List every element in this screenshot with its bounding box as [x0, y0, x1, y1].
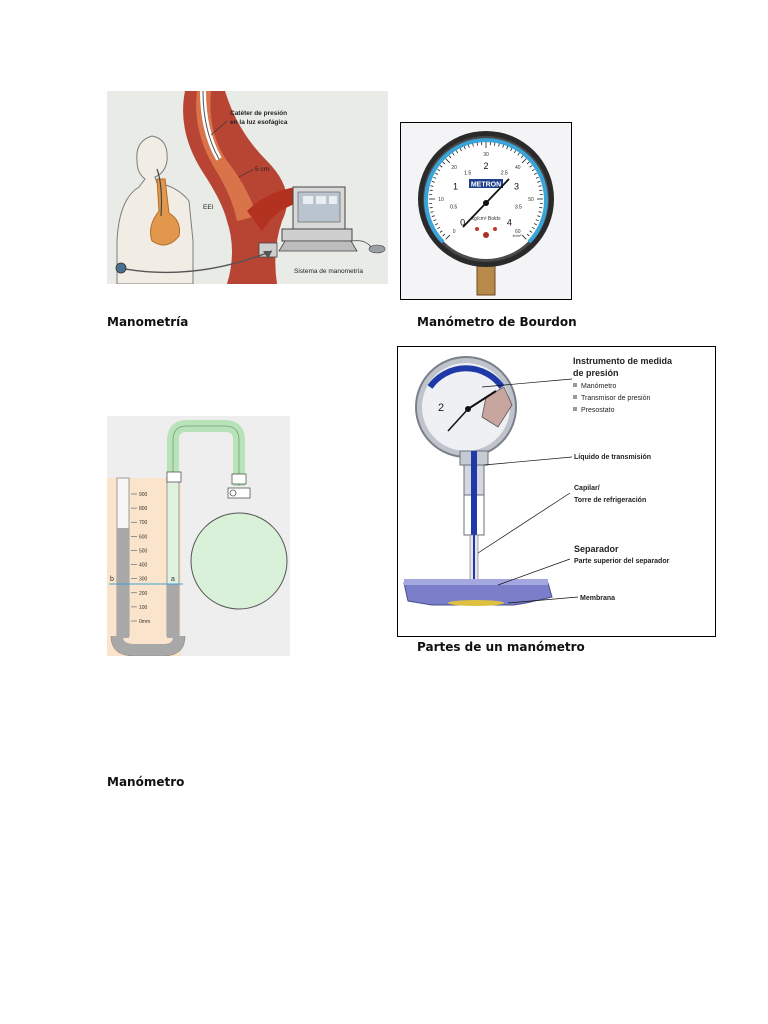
u-tube-marker-b: b [110, 576, 114, 583]
label-catheter-line2: en la luz esofágica [230, 119, 288, 126]
u-tube-scale-label: 300 [139, 577, 148, 583]
bourdon-inner-label: 2 [483, 161, 488, 171]
label-membrana: Membrana [580, 595, 615, 602]
bourdon-outer-label: 20 [451, 165, 457, 171]
u-tube-scale-label: 0mm [139, 619, 150, 625]
caption-bourdon: Manómetro de Bourdon [417, 315, 577, 329]
u-tube-scale-label: 200 [139, 591, 148, 597]
bourdon-figure: 0 10 20 30 40 50 60 0 0.5 1 1.5 2 2.5 3 3.5 4 METRON k… [400, 122, 572, 300]
bourdon-inner-label: 0.5 [450, 204, 457, 210]
manometria-illustration: Catéter de presión en la luz esofágica 5… [107, 90, 388, 285]
bourdon-inner-label: 2.5 [501, 171, 508, 177]
u-tube-scale-label: 400 [139, 563, 148, 569]
label-eei: EEI [203, 204, 214, 211]
label-liquido: Líquido de transmisión [574, 454, 651, 461]
bourdon-outer-label: 50 [528, 197, 534, 203]
u-tube-scale-label: 600 [139, 534, 148, 540]
u-tube-marker-a: a [171, 576, 175, 583]
bourdon-inner-label: 0 [460, 217, 465, 227]
bourdon-outer-label: 0 [453, 229, 456, 235]
partes-title-line2: de presión [573, 368, 619, 378]
bourdon-outer-label: 10 [438, 197, 444, 203]
bourdon-brand: METRON [471, 182, 501, 189]
bourdon-inner-label: 3 [514, 181, 519, 191]
label-5cm: 5 cm [255, 166, 269, 173]
u-tube-scale-label: 100 [139, 605, 148, 611]
label-torre: Torre de refrigeración [574, 497, 646, 504]
partes-illustration: 2 Instrumento de medida de presión Manóm… [398, 347, 715, 636]
caption-manometria: Manometría [107, 315, 189, 329]
u-tube-scale-label: 500 [139, 548, 148, 554]
bourdon-unit-label: kg/cm² Bolds [472, 216, 501, 222]
partes-item: Presostato [581, 407, 615, 414]
bourdon-outer-label: 60 [515, 229, 521, 235]
caption-manometro: Manómetro [107, 775, 185, 789]
bourdon-outer-label: 40 [515, 165, 521, 171]
u-tube-scale-label: 800 [139, 506, 148, 512]
bourdon-gauge-illustration: 0 10 20 30 40 50 60 0 0.5 1 1.5 2 2.5 3 3.5 4 METRON k… [401, 123, 571, 299]
bourdon-inner-label: 1.5 [464, 171, 471, 177]
u-tube-scale-label: 700 [139, 520, 148, 526]
manometria-figure: Catéter de presión en la luz esofágica 5… [107, 90, 388, 285]
partes-dial-number: 2 [438, 402, 444, 414]
label-catheter-line1: Catéter de presión [230, 110, 287, 117]
u-tube-illustration: b a 900 800 700 600 500 400 300 200 100 0mm [107, 416, 290, 657]
bourdon-inner-label: 1 [453, 181, 458, 191]
bourdon-inner-label: 4 [507, 217, 512, 227]
caption-partes: Partes de un manómetro [417, 640, 585, 654]
partes-item: Transmisor de presión [581, 395, 650, 402]
partes-item: Manómetro [581, 383, 617, 390]
label-separador: Separador [574, 544, 619, 554]
label-system: Sistema de manometría [294, 268, 363, 275]
u-tube-scale: 900 800 700 600 500 400 300 200 100 0mm [131, 492, 150, 625]
partes-title-line1: Instrumento de medida [573, 356, 673, 366]
bourdon-inner-label: 3.5 [515, 204, 522, 210]
u-tube-scale-label: 900 [139, 492, 148, 498]
label-capilar: Capilar/ [574, 485, 600, 492]
bourdon-outer-label: 30 [483, 152, 489, 158]
bourdon-corner-text: lb/in² [513, 233, 522, 238]
label-parte-superior: Parte superior del separador [574, 558, 670, 565]
partes-figure: 2 Instrumento de medida de presión Manóm… [397, 346, 716, 637]
u-tube-figure: b a 900 800 700 600 500 400 300 200 100 0mm [107, 416, 290, 657]
